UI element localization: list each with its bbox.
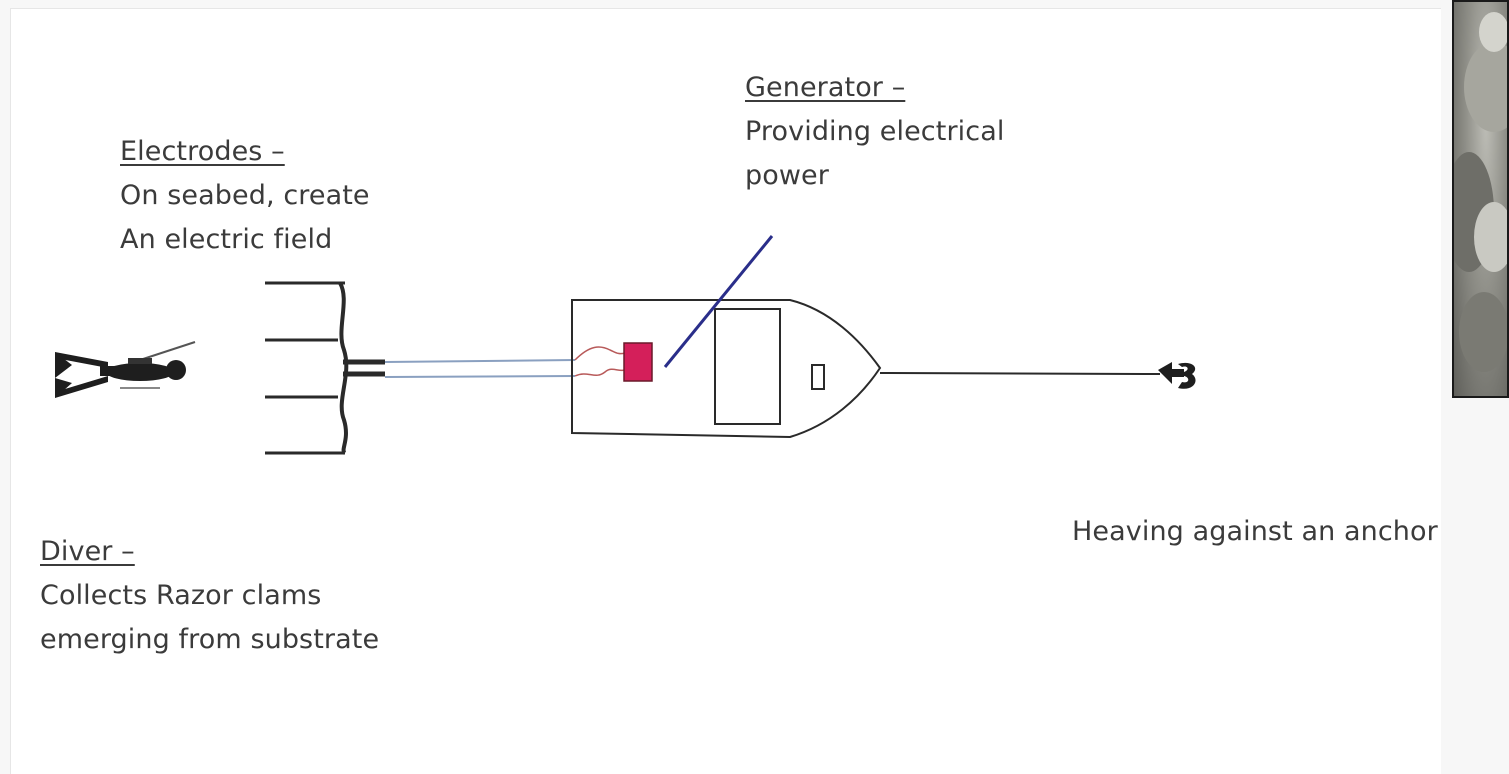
diver-label: Diver – Collects Razor clams emerging fr… (40, 530, 379, 662)
generator-box (623, 342, 653, 382)
generator-wiring (574, 346, 626, 377)
generator-line-1: Providing electrical (745, 116, 1005, 147)
anchor-text: Heaving against an anchor (1072, 516, 1438, 547)
diver-line-1: Collects Razor clams (40, 580, 322, 611)
anchor-icon (1158, 362, 1196, 389)
diver-line-2: emerging from substrate (40, 624, 380, 655)
generator-title: Generator – (745, 72, 906, 103)
diagram-panel (10, 8, 1441, 774)
electrodes-label: Electrodes – On seabed, create An electr… (120, 130, 370, 262)
generator-leader-line (663, 235, 774, 368)
generator-label: Generator – Providing electrical power (745, 66, 1004, 198)
razor-clam-photo (1452, 0, 1509, 398)
electrodes-line-2: An electric field (120, 224, 333, 255)
anchor-line (879, 372, 1161, 375)
anchor-label: Heaving against an anchor (1072, 510, 1438, 554)
diver-title: Diver – (40, 536, 135, 567)
power-cable (384, 359, 576, 378)
electrodes-title: Electrodes – (120, 136, 285, 167)
electrodes-line-1: On seabed, create (120, 180, 370, 211)
electrode-array (265, 281, 385, 455)
generator-line-2: power (745, 160, 829, 191)
boat-icon (571, 299, 882, 439)
diver-icon (55, 341, 196, 398)
